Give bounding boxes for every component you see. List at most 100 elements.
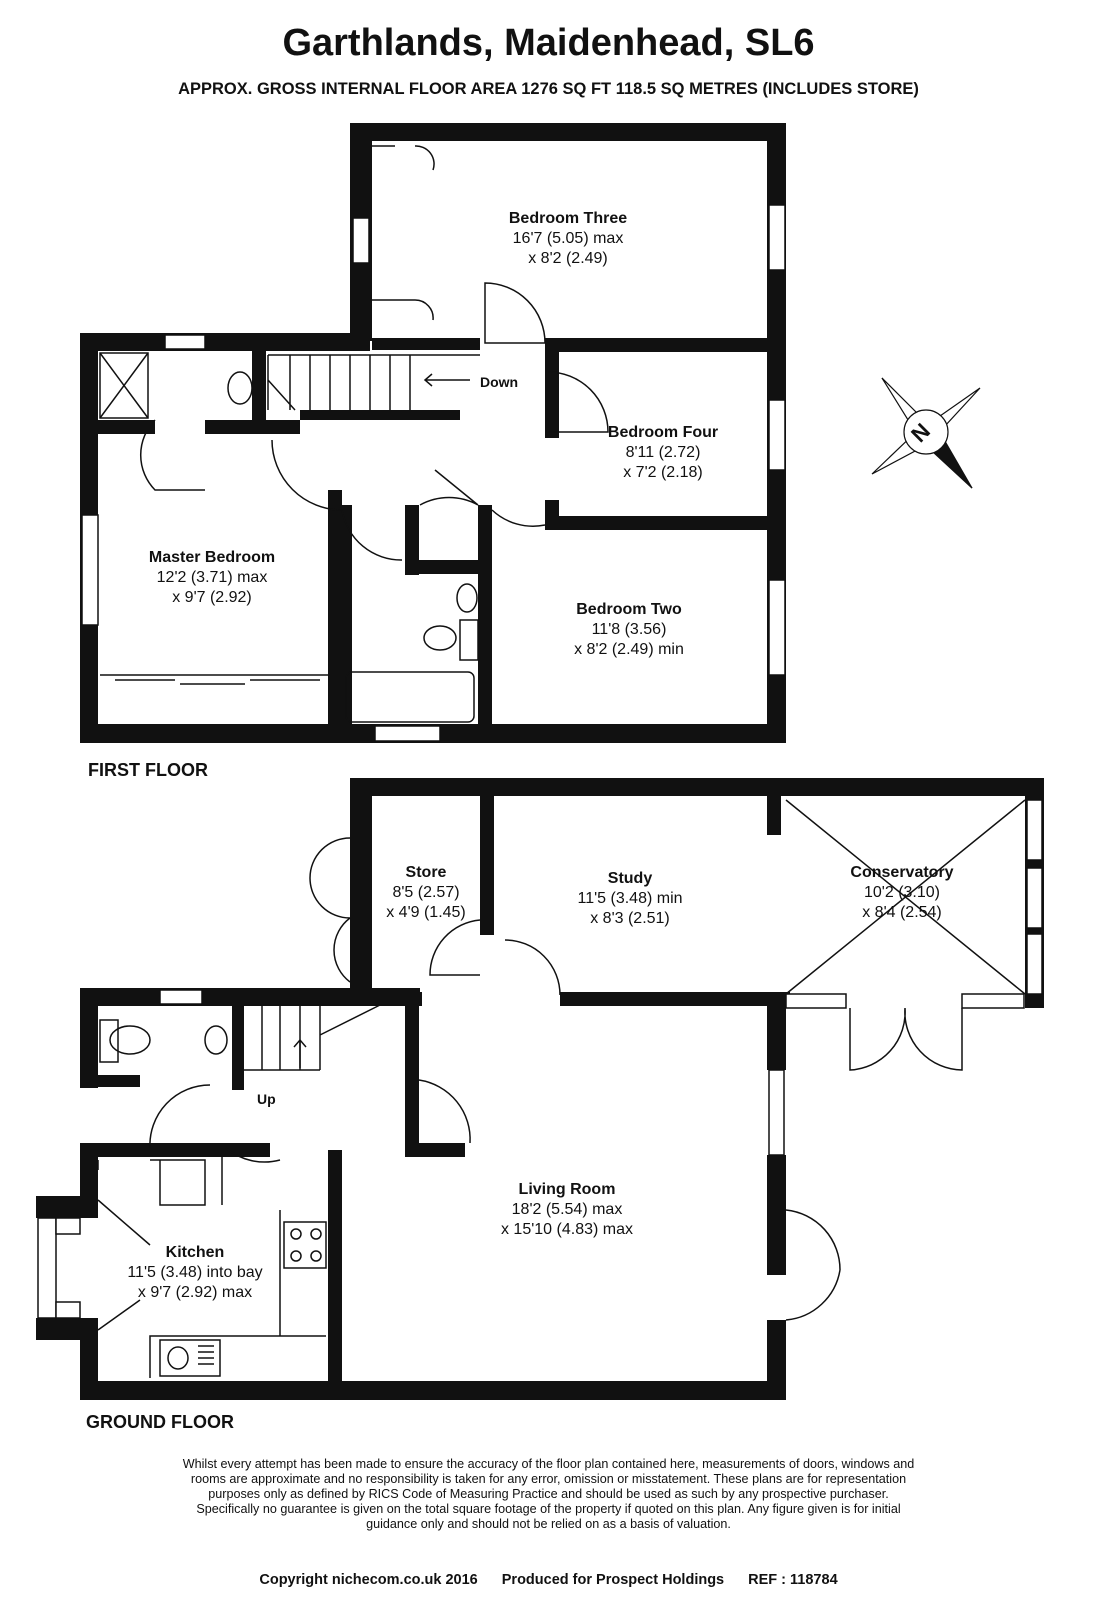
footer: Copyright nichecom.co.uk 2016 Produced f… bbox=[0, 1572, 1097, 1588]
room-dimension: 8'11 (2.72) bbox=[625, 444, 701, 461]
stairs bbox=[244, 1004, 405, 1071]
store-door bbox=[309, 837, 351, 983]
room-name: Conservatory bbox=[850, 864, 954, 881]
wall bbox=[80, 333, 370, 351]
window bbox=[1026, 799, 1043, 861]
room-dimension: x 8'4 (2.54) bbox=[862, 904, 942, 921]
window bbox=[352, 217, 370, 264]
room-kitchen: Kitchen 11'5 (3.48) into bay x 9'7 (2.92… bbox=[105, 1243, 285, 1303]
disclaimer-line: Whilst every attempt has been made to en… bbox=[182, 1457, 915, 1471]
window bbox=[1026, 867, 1043, 929]
copyright-text: Copyright nichecom.co.uk 2016 bbox=[259, 1572, 478, 1588]
room-dimension: x 15'10 (4.83) max bbox=[500, 1221, 633, 1238]
wall bbox=[328, 1150, 342, 1400]
disclaimer: Whilst every attempt has been made to en… bbox=[110, 1457, 987, 1532]
cistern bbox=[99, 1019, 119, 1063]
room-dimension: 11'5 (3.48) into bay bbox=[127, 1264, 263, 1281]
door-swing bbox=[418, 1079, 471, 1144]
wall bbox=[80, 988, 420, 1006]
produced-for-text: Produced for Prospect Holdings bbox=[501, 1572, 725, 1588]
door-swing bbox=[341, 509, 403, 561]
compass-icon bbox=[871, 377, 981, 489]
window bbox=[768, 1069, 785, 1156]
window bbox=[81, 514, 99, 626]
worktop bbox=[97, 1159, 206, 1331]
door-swing bbox=[149, 1084, 211, 1149]
wall bbox=[300, 410, 460, 420]
wall bbox=[560, 992, 790, 1006]
room-name: Bedroom Three bbox=[508, 210, 628, 227]
stairs-arrow bbox=[293, 1038, 307, 1068]
window bbox=[768, 579, 786, 676]
basin bbox=[204, 1025, 228, 1055]
room-name: Master Bedroom bbox=[148, 549, 276, 566]
room-dimension: 18'2 (5.54) max bbox=[511, 1201, 623, 1218]
wardrobe bbox=[100, 674, 328, 685]
room-bedroom-two: Bedroom Two 11'8 (3.56) x 8'2 (2.49) min bbox=[529, 600, 729, 660]
door-swing bbox=[225, 1147, 281, 1163]
window bbox=[1026, 933, 1043, 995]
room-dimension: x 8'3 (2.51) bbox=[590, 910, 670, 927]
room-dimension: 10'2 (3.10) bbox=[864, 884, 940, 901]
window bbox=[37, 1217, 57, 1319]
window bbox=[961, 993, 1025, 1009]
floor-area-subtitle: APPROX. GROSS INTERNAL FLOOR AREA 1276 S… bbox=[178, 80, 919, 98]
door-swing bbox=[271, 439, 343, 511]
window bbox=[55, 1301, 81, 1319]
wall bbox=[767, 1320, 786, 1400]
window bbox=[55, 1217, 81, 1235]
room-bedroom-three: Bedroom Three 16'7 (5.05) max x 8'2 (2.4… bbox=[468, 209, 668, 269]
window bbox=[785, 993, 847, 1009]
toilet bbox=[423, 625, 457, 651]
stairs-arrow bbox=[423, 373, 470, 387]
door-swing bbox=[372, 299, 434, 321]
wall bbox=[80, 988, 98, 1088]
door-swing bbox=[372, 145, 435, 171]
wall bbox=[36, 1196, 98, 1218]
disclaimer-line: purposes only as defined by RICS Code of… bbox=[208, 1487, 889, 1501]
wall bbox=[767, 795, 781, 835]
wall bbox=[80, 1143, 98, 1203]
wall bbox=[480, 795, 494, 935]
bath bbox=[345, 671, 475, 723]
room-name: Study bbox=[607, 870, 653, 887]
door-swing bbox=[429, 919, 481, 976]
ground-floor-label: GROUND FLOOR bbox=[86, 1412, 234, 1432]
room-dimension: x 8'2 (2.49) bbox=[528, 250, 608, 267]
room-dimension: x 9'7 (2.92) max bbox=[137, 1284, 253, 1301]
stairs-up-label: Up bbox=[257, 1091, 276, 1107]
wall bbox=[80, 1075, 140, 1087]
wall bbox=[252, 340, 266, 430]
disclaimer-line: rooms are approximate and no responsibil… bbox=[190, 1472, 907, 1486]
basin bbox=[227, 371, 253, 405]
wall bbox=[232, 1000, 244, 1090]
wall bbox=[545, 338, 785, 352]
door-swing bbox=[491, 509, 546, 527]
room-name: Bedroom Four bbox=[607, 424, 719, 441]
wall bbox=[328, 490, 342, 735]
wall bbox=[372, 338, 480, 350]
page-title: Garthlands, Maidenhead, SL6 bbox=[282, 22, 815, 64]
wall bbox=[80, 1381, 786, 1400]
room-dimension: x 8'2 (2.49) min bbox=[574, 641, 684, 658]
door-swing bbox=[139, 419, 205, 491]
window bbox=[768, 399, 786, 471]
window bbox=[374, 725, 441, 742]
wall bbox=[405, 1000, 419, 1150]
door-swing bbox=[504, 939, 561, 996]
wall bbox=[545, 338, 559, 438]
wall bbox=[405, 560, 485, 574]
sink bbox=[159, 1339, 221, 1377]
window bbox=[159, 989, 203, 1005]
wall bbox=[80, 1318, 98, 1400]
door-swing bbox=[547, 371, 609, 433]
room-dimension: x 7'2 (2.18) bbox=[623, 464, 703, 481]
reference-text: REF : 118784 bbox=[748, 1572, 838, 1588]
hob bbox=[283, 1221, 327, 1269]
room-dimension: 11'8 (3.56) bbox=[591, 621, 667, 638]
conservatory-lines bbox=[785, 799, 1026, 995]
first-floor-label: FIRST FLOOR bbox=[88, 760, 208, 780]
room-name: Kitchen bbox=[165, 1244, 225, 1261]
wall bbox=[342, 505, 352, 735]
window bbox=[768, 204, 786, 271]
